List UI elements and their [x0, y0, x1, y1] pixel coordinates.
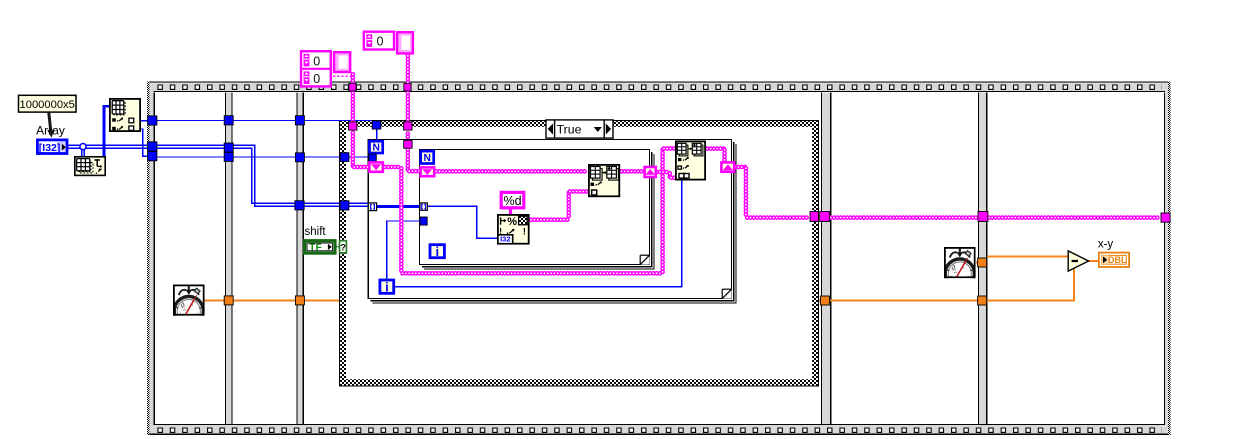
svg-text:i: i: [385, 280, 389, 295]
svg-text:%: %: [507, 216, 517, 228]
svg-text:Array: Array: [36, 123, 65, 137]
svg-text:M: M: [181, 304, 185, 310]
svg-text:?: ?: [340, 242, 346, 253]
svg-text:0: 0: [377, 34, 384, 48]
svg-text:I32: I32: [500, 235, 510, 244]
svg-text:x-y: x-y: [1098, 239, 1114, 251]
svg-text:i: i: [435, 244, 439, 259]
svg-text:%d: %d: [503, 194, 521, 208]
svg-text:DBL: DBL: [1108, 255, 1127, 265]
svg-text:[I32]: [I32]: [39, 142, 61, 154]
svg-text:!: !: [523, 226, 526, 236]
svg-text:TF: TF: [309, 243, 322, 254]
svg-text:0: 0: [313, 55, 320, 69]
svg-text:0: 0: [313, 72, 320, 86]
svg-text:M: M: [952, 267, 956, 273]
svg-text:!: !: [499, 226, 502, 236]
svg-text:N: N: [424, 153, 431, 164]
svg-text:True: True: [557, 122, 582, 136]
svg-text:shift: shift: [305, 226, 327, 238]
svg-text:N: N: [373, 143, 380, 154]
svg-text:1000000x5: 1000000x5: [20, 99, 75, 111]
